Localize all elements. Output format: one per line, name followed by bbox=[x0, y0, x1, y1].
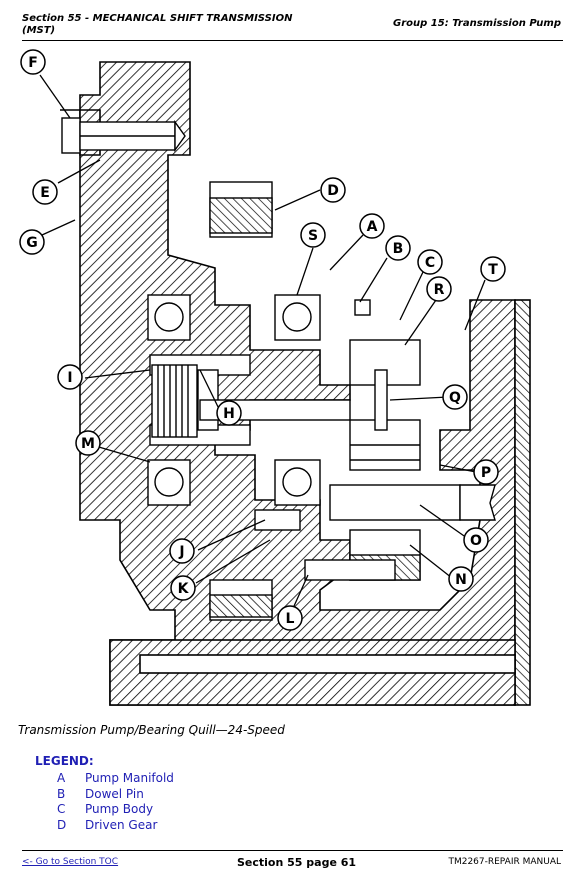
callout-label: F bbox=[28, 55, 38, 71]
callout-label: D bbox=[327, 183, 339, 199]
callout-o: O bbox=[463, 527, 489, 553]
legend-label: Pump Manifold bbox=[85, 771, 174, 785]
callout-label: G bbox=[26, 235, 38, 251]
callout-label: P bbox=[481, 465, 491, 481]
footer-divider bbox=[22, 850, 563, 851]
callout-label: E bbox=[40, 185, 50, 201]
callout-label: N bbox=[455, 572, 467, 588]
legend-title: LEGEND: bbox=[35, 754, 94, 768]
callout-label: B bbox=[393, 241, 404, 257]
callout-label: I bbox=[67, 370, 72, 386]
callout-a: A bbox=[359, 213, 385, 239]
legend-item: B Dowel Pin bbox=[57, 787, 174, 803]
legend-list: A Pump Manifold B Dowel Pin C Pump Body D Dr… bbox=[57, 771, 174, 833]
callout-label: L bbox=[286, 611, 295, 627]
callout-l: L bbox=[277, 605, 303, 631]
callout-label: O bbox=[470, 533, 482, 549]
driven-gear bbox=[209, 181, 273, 621]
callout-label: A bbox=[367, 219, 378, 235]
callout-p: P bbox=[473, 459, 499, 485]
callout-t: T bbox=[480, 256, 506, 282]
callout-h: H bbox=[216, 400, 242, 426]
section-toc-link[interactable]: <- Go to Section TOC bbox=[22, 857, 119, 867]
callout-label: T bbox=[488, 262, 498, 278]
callout-i: I bbox=[57, 364, 83, 390]
legend-item: D Driven Gear bbox=[57, 818, 174, 834]
callout-label: R bbox=[434, 282, 445, 298]
outer-case bbox=[514, 299, 531, 706]
legend-item: C Pump Body bbox=[57, 802, 174, 818]
callout-n: N bbox=[448, 566, 474, 592]
leader-lines bbox=[39, 74, 486, 616]
header-section-title: Section 55 - MECHANICAL SHIFT TRANSMISSI… bbox=[22, 13, 293, 36]
callout-label: M bbox=[81, 436, 95, 452]
callout-d: D bbox=[320, 177, 346, 203]
callout-label: Q bbox=[449, 390, 461, 406]
callout-q: Q bbox=[442, 384, 468, 410]
callout-s: S bbox=[300, 222, 326, 248]
bearings bbox=[147, 294, 321, 506]
header-group-title: Group 15: Transmission Pump bbox=[393, 18, 561, 29]
callout-f: F bbox=[20, 49, 46, 75]
figure-caption: Transmission Pump/Bearing Quill—24-Speed bbox=[18, 723, 285, 737]
callout-j: J bbox=[169, 538, 195, 564]
legend-key: C bbox=[57, 802, 66, 816]
callout-b: B bbox=[385, 235, 411, 261]
callout-label: K bbox=[178, 581, 190, 597]
callout-m: M bbox=[75, 430, 101, 456]
legend-key: D bbox=[57, 817, 67, 832]
page-number: Section 55 page 61 bbox=[237, 856, 357, 869]
header-divider bbox=[22, 40, 563, 41]
legend-label: Driven Gear bbox=[85, 817, 158, 832]
legend-key: B bbox=[57, 786, 66, 801]
callout-label: S bbox=[308, 228, 318, 244]
legend-key: A bbox=[57, 771, 66, 785]
legend-item: A Pump Manifold bbox=[57, 771, 174, 787]
legend-label: Pump Body bbox=[85, 802, 154, 816]
callout-k: K bbox=[170, 575, 196, 601]
legend-label: Dowel Pin bbox=[85, 786, 144, 801]
capscrew bbox=[61, 117, 186, 154]
callout-g: G bbox=[19, 229, 45, 255]
callout-label: J bbox=[178, 544, 184, 560]
manual-id: TM2267-REPAIR MANUAL bbox=[448, 857, 561, 867]
transmission-pump-diagram: F E G D S AB CR T I H Q M P O J K N L bbox=[19, 49, 531, 706]
callout-e: E bbox=[32, 179, 58, 205]
pump-gears bbox=[254, 299, 496, 581]
callout-label: H bbox=[223, 406, 235, 422]
callout-r: R bbox=[426, 276, 452, 302]
callout-label: C bbox=[425, 255, 435, 271]
callout-c: C bbox=[417, 249, 443, 275]
